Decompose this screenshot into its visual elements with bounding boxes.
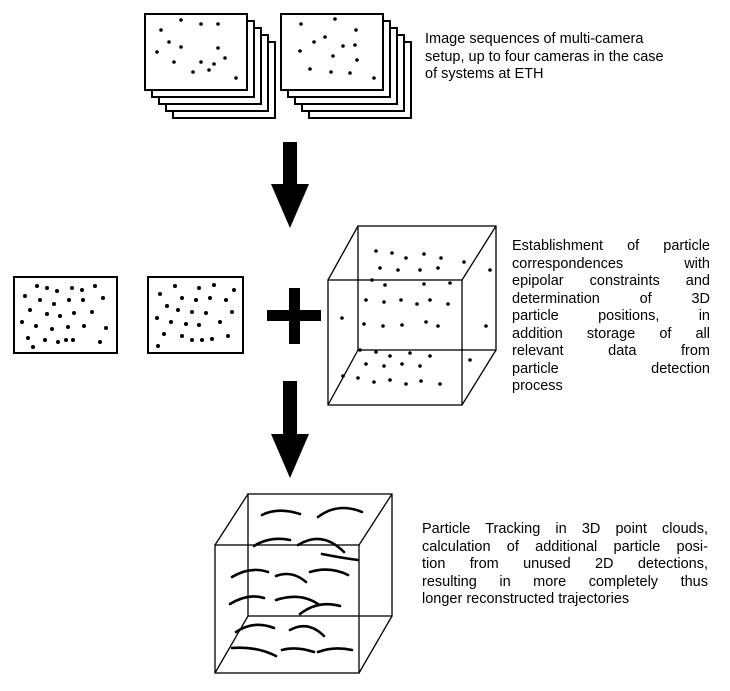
image-stack-left-particles bbox=[155, 18, 238, 80]
caption-line: correspondences with bbox=[512, 255, 710, 272]
down-arrow-icon bbox=[271, 142, 309, 228]
particle-trajectories bbox=[228, 506, 364, 658]
plus-icon bbox=[267, 288, 321, 344]
image-stack-right bbox=[280, 13, 412, 119]
caption-tracking: Particle Tracking in 3D point clouds, ca… bbox=[422, 521, 708, 609]
caption-image-sequences: Image sequences of multi-camera setup, u… bbox=[425, 31, 725, 84]
caption-line: of systems at ETH bbox=[425, 66, 544, 82]
particle-cube bbox=[327, 225, 497, 406]
caption-line: epipolar constraints and bbox=[512, 273, 710, 289]
caption-line: process bbox=[512, 378, 563, 394]
down-arrow-icon bbox=[271, 381, 309, 478]
caption-line: resulting in more completely thus bbox=[422, 573, 708, 590]
particle-cube-points bbox=[340, 249, 492, 386]
caption-line: addition storage of all bbox=[512, 325, 710, 342]
trajectory-cube bbox=[214, 493, 393, 674]
caption-line: Particle Tracking in 3D point clouds, bbox=[422, 521, 708, 537]
caption-correspondences: Establishment of particle correspondence… bbox=[512, 238, 710, 396]
camera-image-2 bbox=[147, 276, 244, 354]
caption-line: relevant data from bbox=[512, 343, 710, 359]
caption-line: longer reconstructed trajectories bbox=[422, 591, 630, 607]
caption-line: Establishment of particle bbox=[512, 238, 710, 254]
image-stack-right-particles bbox=[298, 17, 376, 80]
caption-line: determination of 3D bbox=[512, 290, 710, 307]
camera-image-1 bbox=[13, 276, 118, 354]
caption-line: particle positions, in bbox=[512, 308, 710, 324]
image-stack-left bbox=[144, 13, 276, 119]
caption-line: Image sequences of multi-camera bbox=[425, 31, 644, 47]
caption-line: calculation of additional particle posi- bbox=[422, 538, 708, 555]
caption-line: particle detection bbox=[512, 360, 710, 377]
caption-line: tion from unused 2D detections, bbox=[422, 556, 708, 572]
caption-line: setup, up to four cameras in the case bbox=[425, 48, 664, 65]
